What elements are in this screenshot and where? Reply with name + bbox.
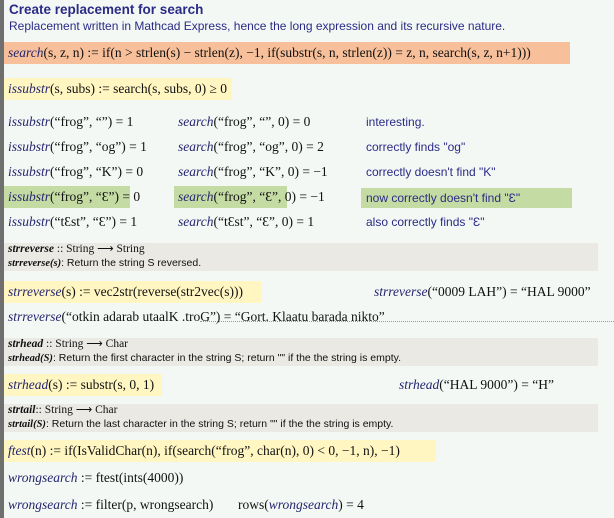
section-subtitle: Replacement written in Mathcad Express, … <box>9 19 506 33</box>
search-test-highlighted[interactable]: search(“frog”, “Ɛ”, 0) = −1 <box>174 186 325 208</box>
expression: (“otkin adarab utaalK .troG”) = “Gort. K… <box>61 309 385 324</box>
expression: (“HAL 9000”) = “H” <box>439 377 554 392</box>
expression: ) = 4 <box>338 497 364 512</box>
description: strhead(S): Return the first character i… <box>4 351 598 366</box>
fn-name: wrongsearch <box>8 470 78 485</box>
desc-text: : Return the first character in the stri… <box>52 352 402 364</box>
expression: (“frog”, “og”) = 1 <box>50 139 147 154</box>
expression: (“frog”, “K”) = 0 <box>50 164 144 179</box>
expression: (“frog”, “”, 0) = 0 <box>213 114 311 129</box>
type: :: String ⟶ Char <box>43 338 129 350</box>
issubstr-test[interactable]: issubstr(“tƐst”, “Ɛ”) = 1 <box>4 211 137 233</box>
test-note[interactable]: correctly doesn't find "K" <box>366 165 496 179</box>
issubstr-test[interactable]: issubstr(“frog”, “K”) = 0 <box>4 161 143 183</box>
expression: (“frog”, “K”, 0) = −1 <box>213 164 328 179</box>
strreverse-eval[interactable]: strreverse(“0009 LAH”) = “HAL 9000” <box>370 281 591 303</box>
wrongsearch-vectorize[interactable]: wrongsearch := ftest(ints(4000)) <box>4 467 183 489</box>
signature: strhead :: String ⟶ Char <box>4 338 598 351</box>
expression: (“tƐst”, “Ɛ”) = 1 <box>50 214 138 229</box>
fn-name: search <box>8 45 44 60</box>
expression: := filter(p, wrongsearch) <box>77 497 214 512</box>
desc-text: : Return the string S reversed. <box>61 257 202 269</box>
issubstr-test[interactable]: issubstr(“frog”, “”) = 1 <box>4 111 133 133</box>
search-test[interactable]: search(“frog”, “K”, 0) = −1 <box>174 161 328 183</box>
signature: strtail:: String ⟶ Char <box>4 404 598 417</box>
expression: (“frog”, “Ɛ”, 0) = −1 <box>213 189 325 204</box>
expression: (s, subs) := search(s, subs, 0) ≥ 0 <box>50 81 228 96</box>
expression: (s) := substr(s, 0, 1) <box>48 377 155 392</box>
ftest-definition[interactable]: ftest(n) := if(IsValidChar(n), if(search… <box>4 440 436 462</box>
fn-name: issubstr <box>8 81 51 96</box>
description: strreverse(s): Return the string S rever… <box>4 256 598 271</box>
fn-name: search <box>178 164 214 179</box>
expression: (“0009 LAH”) = “HAL 9000” <box>427 284 591 299</box>
desc-text: : Return the last character in the strin… <box>45 418 394 430</box>
left-margin-bar <box>0 0 4 518</box>
page-break-line <box>200 321 614 322</box>
fn-name: search <box>178 214 214 229</box>
description: strtail(S): Return the last character in… <box>4 417 598 432</box>
section-title: Create replacement for search <box>9 2 204 17</box>
expression: (s, z, n) := if(n > strlen(s) − strlen(z… <box>43 45 531 60</box>
fn-rows: rows( <box>238 497 269 512</box>
issubstr-definition[interactable]: issubstr(s, subs) := search(s, subs, 0) … <box>4 78 232 100</box>
fn-name: search <box>178 114 214 129</box>
expression: (“frog”, “”) = 1 <box>50 114 134 129</box>
issubstr-test-highlighted[interactable]: issubstr(“frog”, “Ɛ”) = 0 <box>4 186 140 208</box>
strhead-definition[interactable]: strhead(s) := substr(s, 0, 1) <box>4 374 162 396</box>
fn-name: issubstr <box>8 164 51 179</box>
search-test[interactable]: search(“frog”, “og”, 0) = 2 <box>174 136 324 158</box>
expression: (“frog”, “Ɛ”) = 0 <box>50 189 141 204</box>
test-note[interactable]: interesting. <box>366 115 425 129</box>
fn-name: strhead <box>399 377 440 392</box>
fn-name: search <box>178 139 214 154</box>
strreverse-eval-2[interactable]: strreverse(“otkin adarab utaalK .troG”) … <box>4 306 385 328</box>
fn-name: strhead <box>8 338 44 350</box>
fn-name: strreverse <box>374 284 428 299</box>
strreverse-definition[interactable]: strreverse(s) := vec2str(reverse(str2vec… <box>4 281 262 303</box>
type: :: String ⟶ Char <box>35 404 118 416</box>
rows-eval[interactable]: rows(wrongsearch) = 4 <box>234 494 364 516</box>
fn-name: issubstr <box>8 189 51 204</box>
fn-name: issubstr <box>8 139 51 154</box>
expression: := ftest(ints(4000)) <box>77 470 184 485</box>
fn-name: wrongsearch <box>8 497 78 512</box>
strtail-doc[interactable]: strtail:: String ⟶ Char strtail(S): Retu… <box>4 404 598 432</box>
fn-name: strreverse <box>8 309 62 324</box>
fn-name: strreverse <box>8 243 54 255</box>
fn-name: strreverse <box>8 284 62 299</box>
expression: (s) := vec2str(reverse(str2vec(s))) <box>61 284 244 299</box>
fn-name: issubstr <box>8 114 51 129</box>
type: :: String ⟶ String <box>54 243 145 255</box>
var-name: wrongsearch <box>268 497 339 512</box>
test-note[interactable]: correctly finds "og" <box>366 140 466 154</box>
expression: (“tƐst”, “Ɛ”, 0) = 1 <box>213 214 315 229</box>
signature: strreverse :: String ⟶ String <box>4 243 598 256</box>
strhead-doc[interactable]: strhead :: String ⟶ Char strhead(S): Ret… <box>4 338 598 366</box>
strhead-eval[interactable]: strhead(“HAL 9000”) = “H” <box>395 374 554 396</box>
fn-name: strtail <box>8 404 36 416</box>
fn-name: strtail(S) <box>8 419 46 430</box>
expression: (n) := if(IsValidChar(n), if(search(“fro… <box>30 443 400 458</box>
fn-name: issubstr <box>8 214 51 229</box>
fn-name: ftest <box>8 443 31 458</box>
issubstr-test[interactable]: issubstr(“frog”, “og”) = 1 <box>4 136 147 158</box>
test-note[interactable]: also correctly finds "Ɛ" <box>366 215 485 229</box>
search-test[interactable]: search(“frog”, “”, 0) = 0 <box>174 111 310 133</box>
fn-name: strreverse(s) <box>8 258 62 269</box>
search-test[interactable]: search(“tƐst”, “Ɛ”, 0) = 1 <box>174 211 314 233</box>
fn-name: strhead <box>8 377 49 392</box>
test-note-highlighted[interactable]: now correctly doesn't find "Ɛ" <box>361 188 572 208</box>
search-definition[interactable]: search(s, z, n) := if(n > strlen(s) − st… <box>4 42 570 64</box>
fn-name: strhead(S) <box>8 353 53 364</box>
fn-name: search <box>178 189 214 204</box>
wrongsearch-filter[interactable]: wrongsearch := filter(p, wrongsearch) <box>4 494 213 516</box>
strreverse-doc[interactable]: strreverse :: String ⟶ String strreverse… <box>4 243 598 271</box>
expression: (“frog”, “og”, 0) = 2 <box>213 139 324 154</box>
